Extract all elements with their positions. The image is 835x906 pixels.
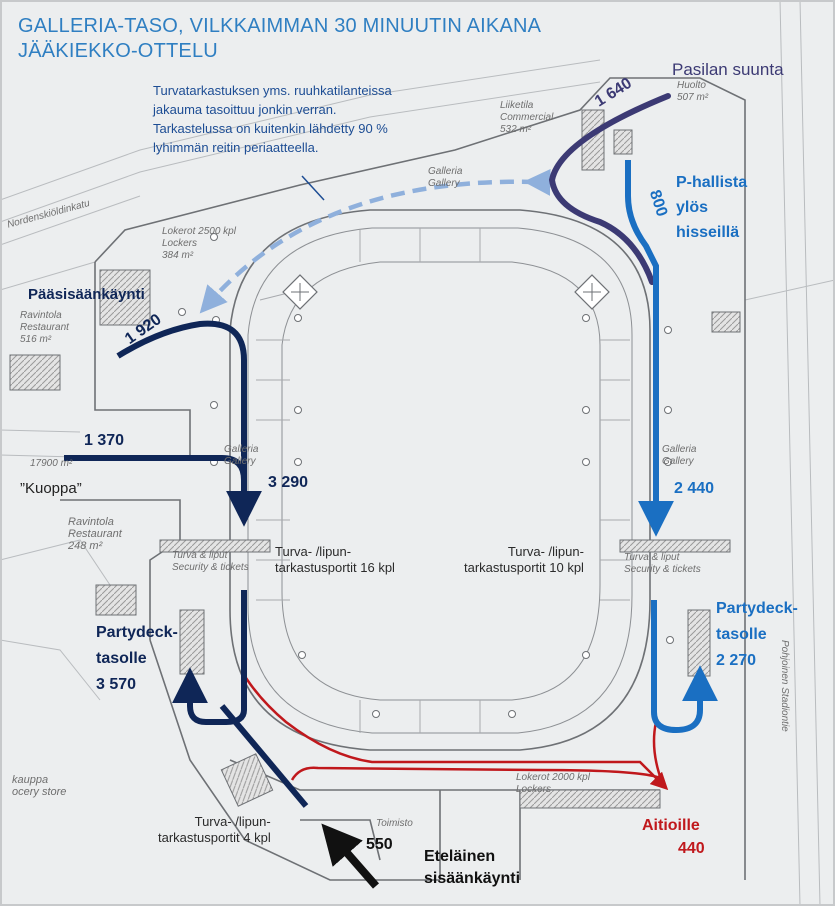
kauppa-fi: kauppa bbox=[12, 774, 49, 786]
area-17900-label: 17900 m² bbox=[30, 458, 73, 469]
galleria-east-fi: Galleria bbox=[662, 444, 697, 455]
south-entrance-arrow bbox=[321, 823, 380, 889]
gates-east-line-2: tarkastusportit 10 kpl bbox=[464, 560, 584, 575]
south-entrance-line-2: sisäänkäynti bbox=[424, 870, 521, 887]
security-west-en: Security & tickets bbox=[172, 562, 249, 573]
gates-west-label: Turva- /lipun- tarkastusportit 16 kpl bbox=[275, 544, 395, 576]
page-title: GALLERIA-TASO, VILKKAIMMAN 30 MINUUTIN A… bbox=[18, 14, 541, 64]
galleria-west-fi: Galleria bbox=[224, 444, 259, 455]
method-note: Turvatarkastuksen yms. ruuhkatilanteissa… bbox=[153, 83, 392, 155]
p-hall-line-1: P-hallista bbox=[676, 174, 748, 191]
ravintola-w-fi: Ravintola bbox=[68, 516, 114, 528]
east-partydeck-flow bbox=[651, 600, 718, 734]
lockers-top-en: Lockers bbox=[162, 238, 198, 249]
liiketila-top-fi: Liiketila bbox=[500, 100, 534, 111]
aitio-label: Aitioille 440 bbox=[642, 814, 705, 860]
red-flow-upper bbox=[244, 677, 669, 791]
partydeck-west-count: 3 570 bbox=[96, 676, 137, 693]
south-entrance-label: Eteläinen sisäänkäynti bbox=[424, 846, 520, 890]
lockers-bottom-label: Lokerot 2000 kpl Lockers bbox=[516, 772, 590, 796]
aitio-count: 440 bbox=[678, 840, 705, 857]
kauppa-label: kauppa ocery store bbox=[12, 774, 66, 798]
partydeck-east-label: Partydeck- tasolle 2 270 bbox=[716, 596, 798, 674]
liiketila-top-en: Commercial bbox=[500, 112, 554, 123]
gates-south-line-1: Turva- /lipun- bbox=[194, 814, 271, 829]
gates-south-line-2: tarkastusportit 4 kpl bbox=[158, 830, 271, 845]
partydeck-east-count: 2 270 bbox=[716, 652, 757, 669]
p-hall-line-2: ylös bbox=[676, 199, 709, 216]
main-entrance-label: Pääsisäänkäynti bbox=[28, 286, 145, 303]
p-hall-label: P-hallista ylös hisseillä bbox=[676, 170, 747, 245]
liiketila-top-area: 532 m² bbox=[500, 124, 532, 135]
kauppa-en: ocery store bbox=[12, 786, 67, 798]
kuoppa-label: ”Kuoppa” bbox=[20, 480, 82, 497]
galleria-east-label: Galleria Gallery bbox=[662, 444, 696, 468]
pasila-flow bbox=[548, 93, 671, 285]
toimisto-label: Toimisto bbox=[376, 818, 413, 829]
east-total-count: 2 440 bbox=[674, 480, 715, 497]
aitio-text: Aitioille bbox=[642, 817, 700, 834]
liiketila-top-label: Liiketila Commercial 532 m² bbox=[500, 100, 553, 136]
ravintola-nw-area: 516 m² bbox=[20, 334, 52, 345]
lockers-bottom-en: Lockers bbox=[516, 784, 552, 795]
galleria-top-label: Galleria Gallery bbox=[428, 166, 462, 190]
partydeck-east-line-2: tasolle bbox=[716, 626, 767, 643]
p-hall-line-3: hisseillä bbox=[676, 224, 740, 241]
security-east-label: Turva & liput Security & tickets bbox=[624, 552, 701, 576]
ravintola-w-area: 248 m² bbox=[68, 540, 103, 552]
title-line-1: GALLERIA-TASO, VILKKAIMMAN 30 MINUUTIN A… bbox=[18, 15, 542, 37]
gates-south-label: Turva- /lipun- tarkastusportit 4 kpl bbox=[158, 814, 271, 846]
ravintola-nw-label: Ravintola Restaurant 516 m² bbox=[20, 310, 69, 346]
ravintola-nw-en: Restaurant bbox=[20, 322, 69, 333]
ravintola-w-en: Restaurant bbox=[68, 528, 122, 540]
gates-east-line-1: Turva- /lipun- bbox=[507, 544, 584, 559]
security-west-label: Turva & liput Security & tickets bbox=[172, 550, 249, 574]
p-hall-flow bbox=[625, 160, 674, 537]
gates-west-line-2: tarkastusportit 16 kpl bbox=[275, 560, 395, 575]
partydeck-east-line-1: Partydeck- bbox=[716, 600, 798, 617]
west-partydeck-flow bbox=[172, 590, 247, 725]
title-line-2: JÄÄKIEKKO-OTTELU bbox=[18, 40, 218, 62]
galleria-east-en: Gallery bbox=[662, 456, 694, 467]
partydeck-west-label: Partydeck- tasolle 3 570 bbox=[96, 620, 178, 698]
partydeck-west-line-1: Partydeck- bbox=[96, 624, 178, 641]
lockers-bottom-fi: Lokerot 2000 kpl bbox=[516, 772, 590, 783]
gates-west-line-1: Turva- /lipun- bbox=[275, 544, 352, 559]
security-west-fi: Turva & liput bbox=[172, 550, 228, 561]
kuoppa-flow bbox=[64, 455, 247, 481]
ravintola-w-label: Ravintola Restaurant 248 m² bbox=[68, 516, 122, 552]
south-inner-flow bbox=[219, 704, 309, 808]
galleria-connector-arrow bbox=[199, 168, 551, 314]
kuoppa-count: 1 370 bbox=[84, 432, 125, 449]
security-east-fi: Turva & liput bbox=[624, 552, 680, 563]
red-flow-east bbox=[652, 721, 664, 783]
lockers-top-area: 384 m² bbox=[162, 250, 194, 261]
galleria-top-fi: Galleria bbox=[428, 166, 463, 177]
main-entrance-flow bbox=[116, 320, 262, 527]
huolto-area: 507 m² bbox=[677, 92, 709, 103]
ravintola-nw-fi: Ravintola bbox=[20, 310, 62, 321]
galleria-west-label: Galleria Gallery bbox=[224, 444, 258, 468]
lockers-top-label: Lokerot 2500 kpl Lockers 384 m² bbox=[162, 226, 236, 262]
gates-east-label: Turva- /lipun- tarkastusportit 10 kpl bbox=[464, 544, 584, 576]
pasila-label: Pasilan suunta bbox=[672, 60, 784, 79]
galleria-top-en: Gallery bbox=[428, 178, 460, 189]
galleria-west-en: Gallery bbox=[224, 456, 256, 467]
huolto-fi: Huolto bbox=[677, 80, 706, 91]
red-flow-lower bbox=[290, 766, 661, 781]
huolto-label: Huolto 507 m² bbox=[677, 80, 708, 104]
south-entrance-count: 550 bbox=[366, 836, 393, 853]
security-east-en: Security & tickets bbox=[624, 564, 701, 575]
partydeck-west-line-2: tasolle bbox=[96, 650, 147, 667]
lockers-top-fi: Lokerot 2500 kpl bbox=[162, 226, 236, 237]
west-total-count: 3 290 bbox=[268, 474, 309, 491]
south-entrance-line-1: Eteläinen bbox=[424, 848, 496, 865]
